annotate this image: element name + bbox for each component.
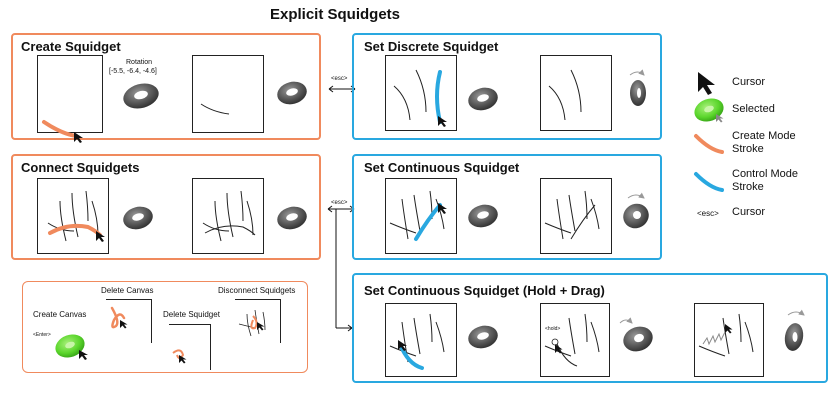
legend-create-line1: Create Mode (732, 130, 796, 142)
delete-squidget-label: Delete Squidget (163, 310, 220, 319)
torus-icon (468, 325, 498, 349)
continuous-canvas-before (385, 178, 457, 254)
create-squidget-title: Create Squidget (21, 39, 121, 54)
sketch-strokes (389, 313, 445, 370)
cursor-icon (179, 355, 187, 364)
sketch-strokes (238, 309, 266, 337)
legend-esc-key: <esc> (697, 209, 719, 218)
cursor-icon (725, 324, 733, 334)
continuous-canvas-after (540, 178, 612, 254)
rotated-torus-icon (619, 317, 653, 352)
cursor-icon (74, 132, 83, 143)
cursor-icon (79, 350, 88, 360)
control-mode-stroke (435, 70, 442, 124)
legend-control-line1: Control Mode (732, 168, 799, 180)
cursor-icon (398, 340, 407, 351)
sketch-strokes (548, 69, 582, 121)
cursor-icon (120, 320, 128, 329)
scribble-stroke (172, 349, 187, 364)
delete-canvas-label: Delete Canvas (101, 286, 154, 295)
sketch-strokes (698, 313, 754, 357)
delete-canvas-sketch (106, 299, 152, 343)
sketch-strokes (202, 190, 256, 242)
connect-canvas-after (192, 178, 264, 254)
control-mode-stroke (414, 203, 442, 241)
sketch-strokes (47, 190, 105, 242)
hold-drag-panel: Set Continuous Squidget (Hold + Drag) <h… (352, 273, 828, 383)
esc-key-label: <esc> (331, 200, 348, 206)
set-discrete-squidget-title: Set Discrete Squidget (364, 39, 499, 54)
legend-esc-cursor-label: Cursor (732, 206, 766, 218)
delete-squidget-sketch (169, 324, 211, 370)
sketch-strokes (544, 313, 600, 367)
control-stroke-swatch (694, 172, 724, 192)
discrete-canvas-after (540, 55, 612, 131)
cursor-icon (555, 344, 563, 354)
create-canvas-after (192, 55, 264, 133)
torus-icon (277, 206, 307, 230)
torus-icon (123, 206, 153, 230)
bidirectional-arrow-icon (328, 85, 356, 93)
page-title: Explicit Squidgets (270, 6, 401, 23)
sketch-strokes (389, 190, 447, 241)
create-squidget-panel: Create Squidget Rotation [-5.5, -6.4, -4… (11, 33, 321, 143)
legend-cursor-label: Cursor (732, 76, 766, 88)
sketch-stroke (200, 103, 230, 115)
drag-trail (702, 331, 726, 346)
discrete-canvas-before (385, 55, 457, 131)
scribble-stroke (110, 306, 128, 329)
cursor-icon (438, 203, 447, 214)
create-canvas-before (37, 55, 103, 143)
torus-icon (123, 83, 159, 109)
disconnect-squidgets-label: Disconnect Squidgets (218, 286, 296, 295)
legend-selected-label: Selected (732, 103, 775, 115)
cursor-icon (698, 72, 715, 95)
hold-key-label: <hold> (545, 326, 561, 332)
esc-key-label: <esc> (331, 76, 348, 82)
tools-panel: Create Canvas <Enter> Delete Canvas Dele… (22, 281, 308, 373)
connect-squidgets-panel: Connect Squidgets (11, 154, 321, 260)
hold-drag-title: Set Continuous Squidget (Hold + Drag) (364, 283, 605, 298)
enter-key-label: <Enter> (33, 332, 51, 338)
torus-icon (468, 204, 498, 228)
cursor-icon (257, 322, 265, 331)
sketch-strokes (393, 69, 447, 127)
branch-arrow-icon (327, 205, 355, 332)
hold-drag-canvas-3 (694, 303, 764, 377)
disconnect-canvas-sketch (235, 299, 281, 343)
rotated-torus-icon (629, 69, 646, 106)
rotated-torus-icon (623, 192, 649, 229)
rotation-label: Rotation (126, 59, 153, 66)
cursor-icon (96, 231, 105, 242)
set-continuous-squidget-panel: Set Continuous Squidget (352, 154, 662, 260)
sketch-strokes (544, 190, 600, 240)
cursor-icon (438, 116, 447, 127)
legend-control-line2: Stroke (732, 181, 764, 193)
torus-icon (277, 81, 307, 105)
hold-drag-canvas-2: <hold> (540, 303, 610, 377)
rotated-torus-icon (784, 309, 805, 351)
set-discrete-squidget-panel: Set Discrete Squidget (352, 33, 662, 140)
selected-torus-icon (55, 334, 88, 360)
rotation-value: [-5.5, -6.4, -4.6] (109, 68, 157, 75)
hold-drag-canvas-1 (385, 303, 457, 377)
torus-icon (468, 87, 498, 111)
create-mode-stroke (42, 120, 83, 143)
connect-squidgets-title: Connect Squidgets (21, 160, 140, 175)
create-canvas-label: Create Canvas (33, 310, 87, 319)
connect-canvas-before (37, 178, 109, 254)
set-continuous-squidget-title: Set Continuous Squidget (364, 160, 520, 175)
selected-torus-icon (694, 98, 724, 123)
create-stroke-swatch (694, 134, 724, 154)
legend-create-line2: Stroke (732, 143, 764, 155)
